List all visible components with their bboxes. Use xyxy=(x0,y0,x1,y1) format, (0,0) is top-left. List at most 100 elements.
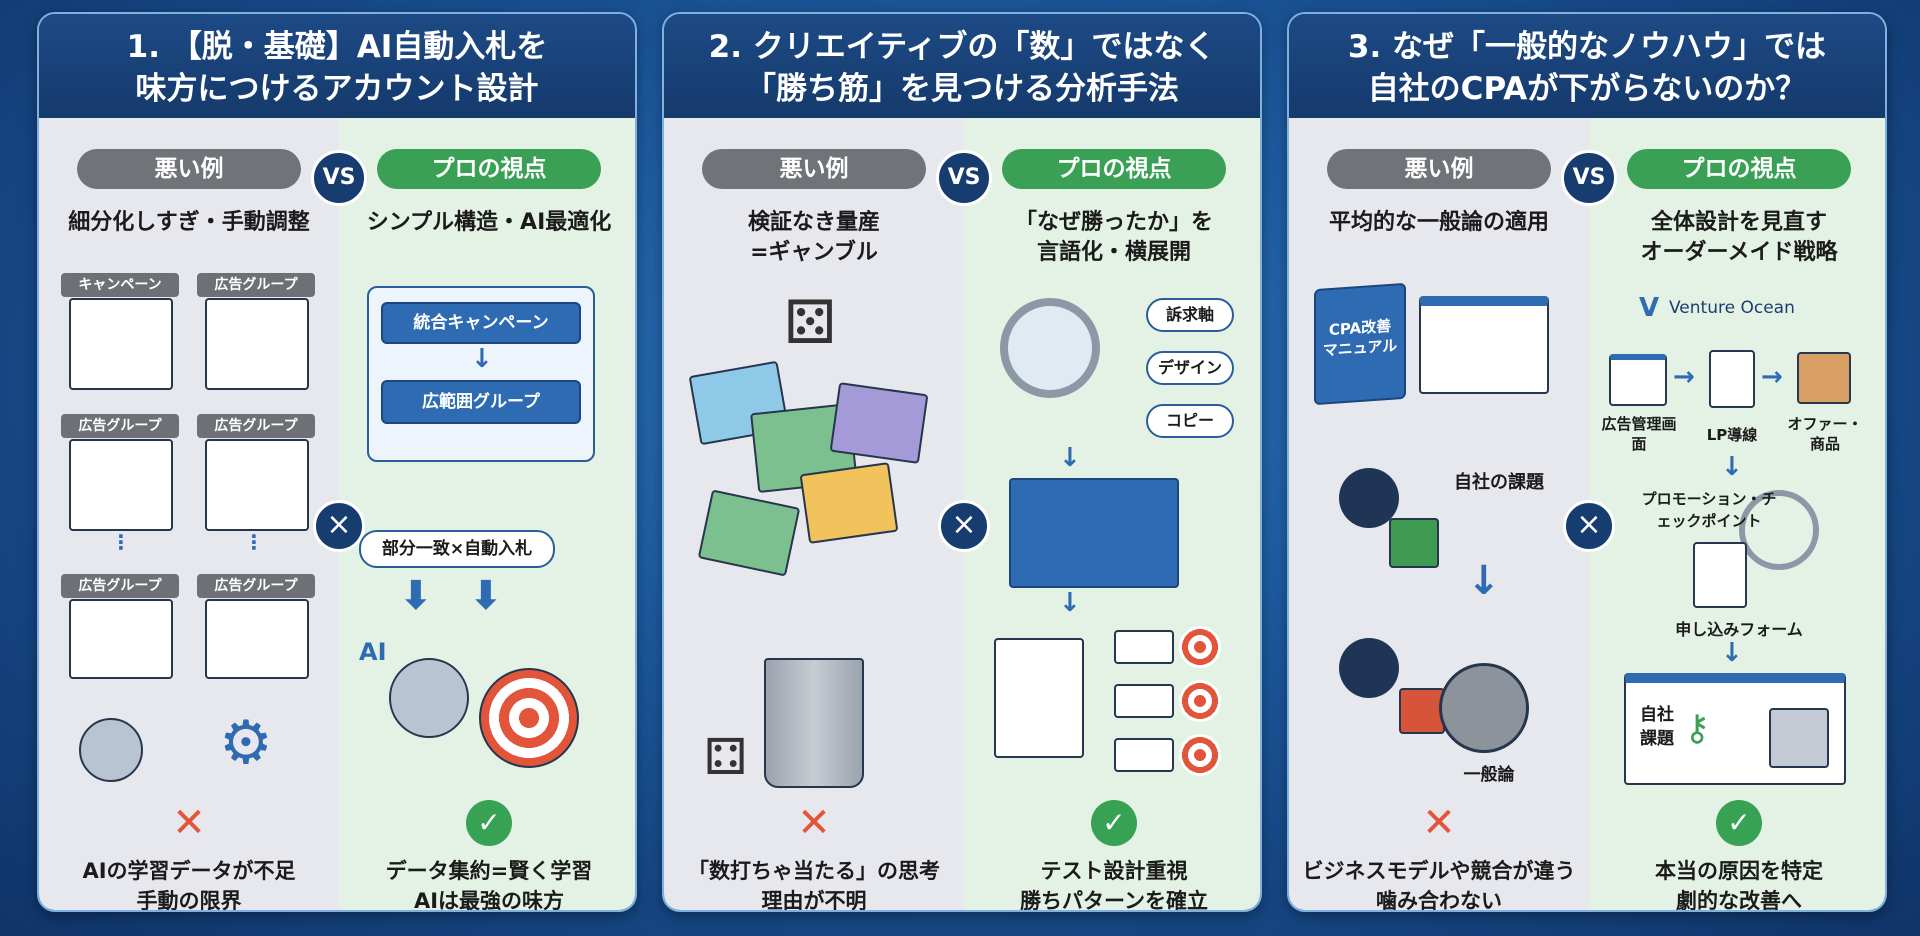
bad-example-column: 悪い例 平均的な一般論の適用 CPA改善マニュアル 自社の課題 ↓ 一般論 ✕ … xyxy=(1289,118,1589,910)
panel-title: 3. なぜ「一般的なノウハウ」では自社のCPAが下がらないのか？ xyxy=(1289,14,1885,118)
panel-account-design: 1. 【脱・基礎】AI自動入札を味方につけるアカウント設計 悪い例 細分化しすぎ… xyxy=(37,12,637,912)
company-logo-text: Venture Ocean xyxy=(1669,298,1795,318)
check-mark-icon: ✓ xyxy=(1716,800,1762,846)
account-box xyxy=(69,599,173,679)
ad-creative-card xyxy=(994,638,1084,758)
match-bidding-pill: 部分一致×自動入札 xyxy=(359,530,555,568)
subtitle-line: オーダーメイド戦略 xyxy=(1640,240,1838,265)
arrow-right-icon: → xyxy=(1761,362,1783,392)
bad-subtitle: 平均的な一般論の適用 xyxy=(1328,210,1549,235)
branch-copy: コピー xyxy=(1146,404,1234,438)
ad-group-tag: 広告グループ xyxy=(197,414,315,438)
unified-campaign-box: 統合キャンペーン xyxy=(381,302,581,344)
magnifier-icon xyxy=(1000,298,1100,398)
panel-cpa-strategy: 3. なぜ「一般的なノウハウ」では自社のCPAが下がらないのか？ 悪い例 平均的… xyxy=(1287,12,1887,912)
result-line: ビジネスモデルや競合が違う xyxy=(1302,859,1576,883)
pro-view-badge: プロの視点 xyxy=(377,149,601,189)
confused-robot-icon xyxy=(79,718,143,782)
cross-icon: × xyxy=(1563,500,1615,552)
pro-view-column: プロの視点 「なぜ勝ったか」を言語化・横展開 訴求軸 デザイン コピー ↓ ↓ … xyxy=(964,118,1260,912)
panel-title: 1. 【脱・基礎】AI自動入札を味方につけるアカウント設計 xyxy=(39,14,635,118)
subtitle-line: 「なぜ勝ったか」を xyxy=(1014,210,1213,235)
pro-result: 本当の原因を特定劇的な改善へ xyxy=(1589,856,1885,912)
red-cube-icon xyxy=(1399,688,1445,734)
green-cube-icon xyxy=(1389,518,1439,568)
subtitle-line: 検証なき量産 xyxy=(747,210,880,235)
result-line: 「数打ちゃ当たる」の思考 xyxy=(688,859,940,883)
search-browser-icon xyxy=(1419,296,1549,394)
pro-subtitle: 「なぜ勝ったか」を言語化・横展開 xyxy=(964,208,1260,268)
trash-can-icon xyxy=(764,658,864,788)
arrow-down-icon: ↓ xyxy=(1467,558,1501,604)
arrow-down-icon: ↓ xyxy=(1721,638,1743,668)
arrow-right-icon: → xyxy=(1673,362,1695,392)
result-line: 勝ちパターンを確立 xyxy=(1020,889,1208,912)
gear-wrench-icon: ⚙ xyxy=(219,708,273,778)
checkpoint-label: プロモーション・チェックポイント xyxy=(1641,490,1777,530)
ad-group-tag: 広告グループ xyxy=(197,574,315,598)
manual-book-icon: CPA改善マニュアル xyxy=(1314,282,1406,406)
keyhole-icon xyxy=(1439,663,1529,753)
bad-result: 「数打ちゃ当たる」の思考理由が不明 xyxy=(664,856,964,912)
variant-card xyxy=(1114,738,1174,772)
x-mark-icon: ✕ xyxy=(1422,800,1456,846)
robot-icon xyxy=(389,658,469,738)
person-icon xyxy=(1339,468,1399,528)
flow-ad-dashboard: 広告管理画面 xyxy=(1601,415,1677,453)
arrow-down-icon: ↓ xyxy=(1059,588,1081,618)
bad-result: AIの学習データが不足手動の限界 xyxy=(39,856,339,912)
pro-view-badge: プロの視点 xyxy=(1002,149,1226,189)
bad-example-column: 悪い例 検証なき量産=ギャンブル ⚄ ⚃ ✕ 「数打ちゃ当たる」の思考理由が不明 xyxy=(664,118,964,912)
target-icon xyxy=(479,668,579,768)
ad-group-tag: 広告グループ xyxy=(61,574,179,598)
target-icon xyxy=(1179,626,1221,668)
magnifier-icon xyxy=(1739,490,1819,570)
result-line: 手動の限界 xyxy=(136,889,242,912)
subtitle-line: 全体設計を見直す xyxy=(1650,210,1827,235)
bad-result: ビジネスモデルや競合が違う噛み合わない xyxy=(1289,856,1589,910)
padlock-icon xyxy=(1769,708,1829,768)
title-line: 自社のCPAが下がらないのか？ xyxy=(1367,71,1807,107)
x-mark-icon: ✕ xyxy=(172,800,206,846)
title-line: 1. 【脱・基礎】AI自動入札を xyxy=(126,29,548,65)
vs-badge: VS xyxy=(311,150,367,206)
cross-icon: × xyxy=(938,500,990,552)
subtitle-line: =ギャンブル xyxy=(750,240,878,265)
pro-subtitle: シンプル構造・AI最適化 xyxy=(366,210,612,235)
cross-icon: × xyxy=(313,500,365,552)
own-issue-key-label: 自社課題 xyxy=(1640,705,1674,749)
result-line: データ集約=賢く学習 xyxy=(385,859,593,883)
ad-group-tag: 広告グループ xyxy=(61,414,179,438)
check-mark-icon: ✓ xyxy=(1091,800,1137,846)
account-box xyxy=(205,298,309,390)
branch-design: デザイン xyxy=(1146,351,1234,385)
vs-badge: VS xyxy=(1561,150,1617,206)
blueprint-icon xyxy=(1009,478,1179,588)
arrow-down-icon: ↓ xyxy=(471,344,493,374)
result-line: 理由が不明 xyxy=(761,889,867,912)
pro-result: テスト設計重視勝ちパターンを確立 xyxy=(964,856,1260,912)
bad-example-badge: 悪い例 xyxy=(1327,149,1551,189)
result-line: AIの学習データが不足 xyxy=(82,859,296,883)
own-issue-label: 自社の課題 xyxy=(1454,472,1544,493)
result-line: 劇的な改善へ xyxy=(1676,889,1802,912)
general-theory-label: 一般論 xyxy=(1463,765,1515,785)
title-line: 2. クリエイティブの「数」ではなく xyxy=(708,29,1216,65)
result-line: テスト設計重視 xyxy=(1040,859,1188,883)
campaign-tag: キャンペーン xyxy=(61,273,179,297)
pro-view-badge: プロの視点 xyxy=(1627,149,1851,189)
ellipsis-icon: ⋮ xyxy=(111,530,131,554)
form-icon xyxy=(1693,542,1747,608)
creative-image xyxy=(697,489,801,577)
bad-example-badge: 悪い例 xyxy=(77,149,301,189)
ellipsis-icon: ⋮ xyxy=(244,530,264,554)
account-box xyxy=(205,439,309,531)
dice-icon: ⚃ xyxy=(704,728,748,786)
dice-icon: ⚄ xyxy=(784,288,837,358)
flow-offer: オファー・商品 xyxy=(1787,415,1863,453)
x-mark-icon: ✕ xyxy=(797,800,831,846)
variant-card xyxy=(1114,630,1174,664)
key-icon: ⚷ xyxy=(1684,708,1711,749)
broad-group-box: 広範囲グループ xyxy=(381,380,581,424)
